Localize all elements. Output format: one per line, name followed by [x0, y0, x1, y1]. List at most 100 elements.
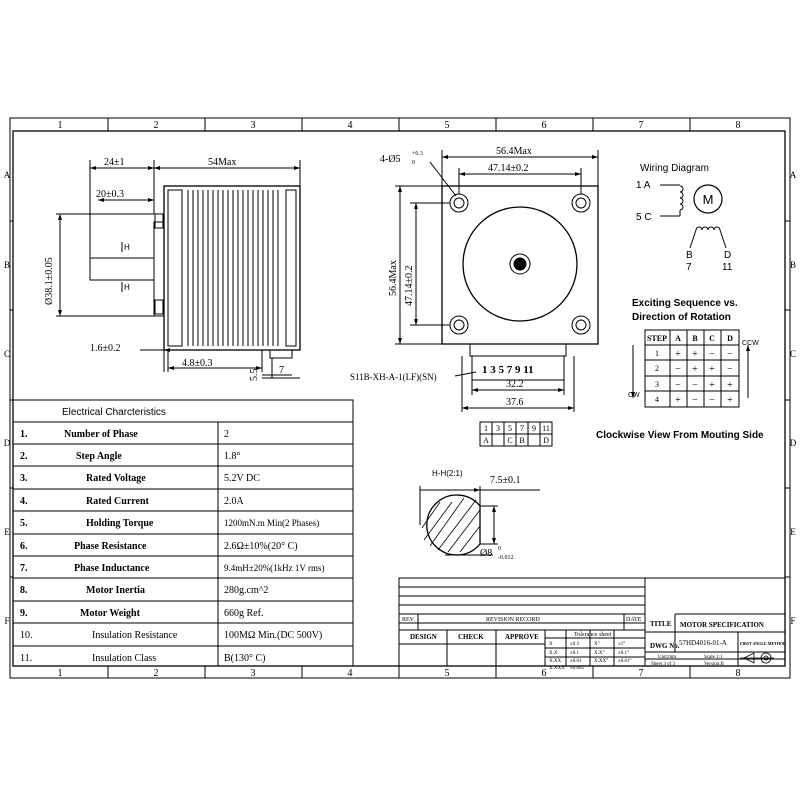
param-value: 280g.cm^2	[224, 585, 268, 596]
electrical-title: Electrical Charcteristics	[62, 407, 166, 418]
row-number: 1.	[20, 429, 28, 440]
row-label: A	[4, 170, 11, 180]
pin-number: 3	[496, 424, 500, 433]
label-d-pin: 11	[722, 262, 733, 273]
dim-outer-height: 56.4Max	[388, 260, 399, 296]
seq-header: A	[675, 334, 681, 343]
tol-cell: ±0.1	[570, 651, 579, 656]
pin-number: 11	[542, 424, 550, 433]
pin-number: 1	[484, 424, 488, 433]
seq-header: STEP	[647, 334, 667, 343]
col-label: 6	[542, 668, 547, 679]
pin-number: 7	[520, 424, 524, 433]
col-label: 2	[154, 668, 159, 679]
tol-cell: X.X	[549, 651, 558, 656]
dim-key: 4.8±0.3	[182, 358, 213, 369]
seq-cell: +	[692, 364, 698, 375]
front-view	[395, 150, 599, 412]
row-label: F	[4, 616, 9, 626]
tol-cell: X.XX°	[594, 659, 608, 664]
tol-cell: ±0.01°	[618, 659, 632, 664]
dim-32-2: 32.2	[506, 379, 524, 390]
param-name: Phase Inductance	[74, 563, 150, 574]
seq-cell: +	[675, 349, 681, 360]
tol-cell: X°	[594, 642, 600, 647]
param-value: 2.0A	[224, 496, 245, 507]
param-name: Insulation Resistance	[92, 630, 178, 641]
pin-letter: D	[543, 436, 549, 445]
rev-label: REV.	[402, 617, 415, 623]
col-label: 2	[154, 120, 159, 131]
dim-boss-length: 20±0.3	[96, 189, 124, 200]
col-label: 4	[348, 668, 353, 679]
seq-cell: −	[675, 364, 681, 375]
seq-header: D	[727, 334, 733, 343]
section-hatch	[421, 497, 481, 553]
section-mark-top: H	[124, 243, 130, 252]
dim-body-length: 54Max	[208, 157, 236, 168]
dwg-value: 57HD4016-01-A	[679, 639, 727, 647]
seq-cell: 4	[655, 395, 659, 404]
col-label: 4	[348, 120, 353, 131]
side-view-dims: 24±1 54Max 20±0.3 Ø38.1±0.05 1.6±0.2 4.8…	[44, 157, 284, 381]
version-label: Version:B	[704, 662, 725, 667]
first-angle-symbol	[740, 652, 774, 664]
col-label: 6	[542, 120, 547, 131]
row-number: 4.	[20, 496, 28, 507]
col-label: 8	[736, 120, 741, 131]
seq-header: B	[692, 334, 698, 343]
row-number: 7.	[20, 563, 28, 574]
title-value: MOTOR SPECIFICATION	[680, 621, 764, 629]
seq-cell: +	[727, 395, 733, 406]
seq-cell: −	[709, 349, 715, 360]
col-label: 1	[58, 120, 63, 131]
col-label: 8	[736, 668, 741, 679]
seq-cell: 2	[655, 364, 659, 373]
tol-cell: X.XX	[549, 659, 561, 664]
title-label: TITLE	[650, 620, 672, 628]
col-label: 7	[639, 668, 644, 679]
param-value: 100MΩ Min.(DC 500V)	[224, 630, 322, 641]
tol-cell: X.X°	[594, 651, 604, 656]
dim-shaft-length: 24±1	[104, 157, 125, 168]
connector-pins: 1 3 5 7 9 11	[482, 364, 534, 376]
tol-cell: ±0.002	[570, 666, 584, 671]
seq-cell: +	[709, 364, 715, 375]
seq-cell: −	[692, 380, 698, 391]
row-label: C	[790, 349, 796, 359]
label-5c: 5 C	[636, 212, 652, 223]
seq-cell: 1	[655, 349, 659, 358]
row-label: E	[4, 527, 10, 537]
dim-flange: 1.6±0.2	[90, 343, 121, 354]
param-value: 1.8°	[224, 451, 241, 462]
pin-letter: C	[507, 436, 512, 445]
pin-letter: A	[483, 436, 489, 445]
param-name: Holding Torque	[86, 518, 154, 529]
col-label: 3	[251, 668, 256, 679]
first-angle-label: FIRST ANGLE METHOD	[740, 641, 786, 646]
row-number: 9.	[20, 608, 28, 619]
sheet-label: Sheet 3 of 3	[651, 662, 676, 667]
row-number: 6.	[20, 541, 28, 552]
sequence-table: Exciting Sequence vs. Direction of Rotat…	[628, 298, 759, 408]
dim-holes: 4-Ø5	[380, 154, 401, 165]
view-note: Clockwise View From Mouting Side	[596, 430, 764, 441]
unit-label: Unit:mm	[658, 655, 676, 660]
sequence-title-2: Direction of Rotation	[632, 312, 731, 323]
param-name: Rated Voltage	[86, 473, 146, 484]
motor-label: M	[703, 192, 714, 207]
seq-cell: −	[675, 380, 681, 391]
wiring-title: Wiring Diagram	[640, 163, 709, 174]
tol-cell: ±1°	[618, 642, 625, 647]
col-label: 3	[251, 120, 256, 131]
seq-cell: −	[727, 364, 733, 375]
column-labels: 1 2 3 4 5 6 7 8 1 2 3 4 5 6 7 8	[58, 120, 741, 679]
dim-outer-width: 56.4Max	[496, 146, 532, 157]
seq-cell: +	[675, 395, 681, 406]
col-label: 1	[58, 668, 63, 679]
tol-cell: ±0.3	[570, 642, 579, 647]
col-label: 5	[445, 668, 450, 679]
section-mark-bottom: H	[124, 283, 130, 292]
row-label: C	[4, 349, 10, 359]
